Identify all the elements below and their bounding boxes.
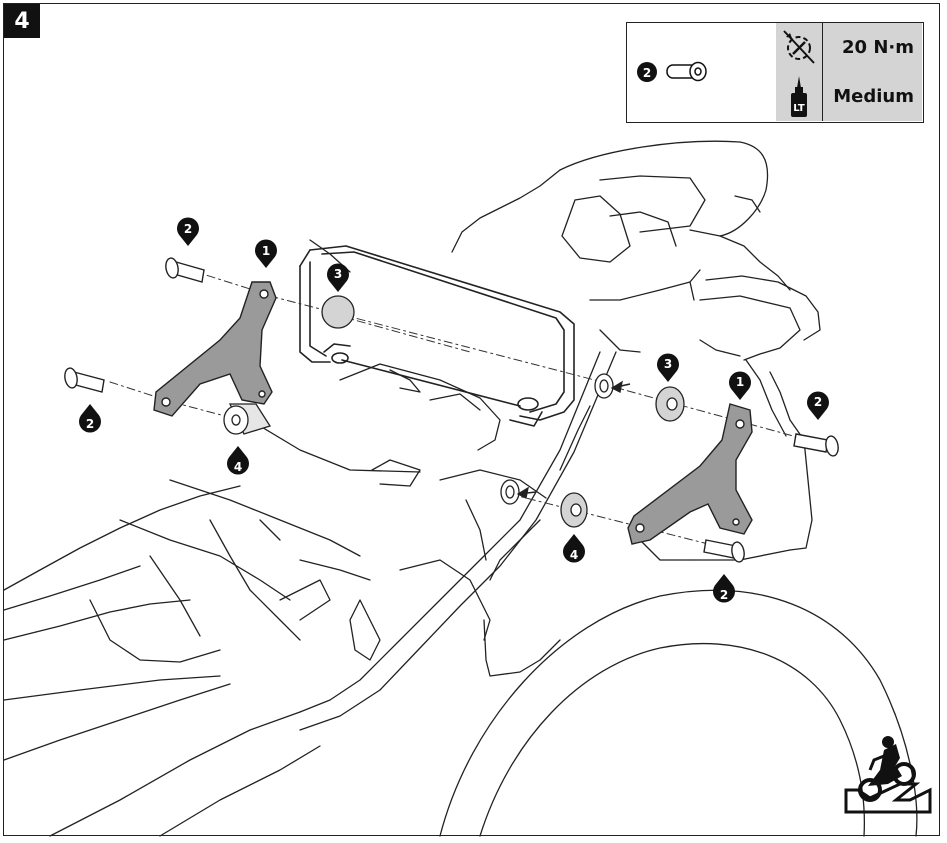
bolt-left-bottom bbox=[64, 367, 105, 393]
mount-hole-upper-right bbox=[594, 373, 631, 399]
callout-bolt-left-bottom: 2 bbox=[78, 404, 101, 433]
threadlocker-strength: Medium bbox=[833, 86, 914, 107]
svg-text:2: 2 bbox=[720, 588, 728, 602]
svg-text:2: 2 bbox=[86, 417, 94, 431]
svg-text:LT: LT bbox=[793, 103, 805, 114]
seat-outline bbox=[451, 140, 791, 291]
callout-bolt-left-top: 2 bbox=[176, 217, 199, 246]
mount-hole-lower-right bbox=[500, 479, 537, 505]
callout-bracket-left: 1 bbox=[255, 239, 277, 268]
body-panels bbox=[3, 485, 371, 837]
callout-spacer-left: 3 bbox=[326, 263, 349, 292]
rear-bodywork bbox=[483, 275, 821, 677]
bolt-right-top bbox=[793, 433, 839, 457]
rider-motorcycle-icon bbox=[844, 736, 932, 814]
subframe bbox=[119, 239, 701, 731]
callout-bracket-right: 1 bbox=[729, 371, 751, 400]
torque-value: 20 N·m bbox=[842, 37, 914, 58]
bracket-left bbox=[153, 281, 277, 417]
bolt-right-bottom bbox=[703, 539, 745, 563]
threadlocker-bottle-icon: LT bbox=[776, 72, 823, 121]
svg-text:2: 2 bbox=[184, 222, 192, 236]
svg-text:4: 4 bbox=[234, 460, 242, 474]
svg-text:2: 2 bbox=[643, 66, 651, 80]
callout-bushing-right: 4 bbox=[563, 534, 586, 563]
rear-wheel bbox=[439, 589, 918, 837]
bracket-right bbox=[627, 403, 753, 545]
svg-text:2: 2 bbox=[814, 395, 822, 409]
threadlocker-spec-row: LT Medium bbox=[776, 72, 922, 121]
svg-text:1: 1 bbox=[262, 244, 270, 258]
svg-text:4: 4 bbox=[570, 548, 578, 562]
bolt-spec-cell: 2 bbox=[627, 23, 777, 121]
callout-bolt-right-bottom: 2 bbox=[713, 574, 735, 603]
callout-spacer-right: 3 bbox=[656, 353, 679, 382]
torque-wrench-icon bbox=[776, 23, 823, 72]
callout-bushing-left: 4 bbox=[227, 446, 250, 475]
bushing-left bbox=[223, 403, 272, 435]
spacer-left bbox=[321, 295, 355, 329]
svg-text:1: 1 bbox=[736, 375, 744, 389]
svg-text:3: 3 bbox=[334, 267, 342, 281]
page-frame bbox=[3, 3, 940, 836]
torque-spec-row: 20 N·m bbox=[776, 23, 922, 73]
bolt-icon bbox=[666, 61, 707, 82]
spacer-right bbox=[655, 386, 685, 422]
step-number-badge: 4 bbox=[4, 4, 40, 38]
bolt-left-top bbox=[165, 257, 205, 283]
bushing-right bbox=[560, 492, 588, 528]
callout-bolt-right-top: 2 bbox=[807, 391, 829, 420]
spec-box: 2 20 N·m bbox=[626, 22, 924, 123]
svg-text:3: 3 bbox=[664, 357, 672, 371]
bolt-spec-illustration: 2 bbox=[637, 61, 707, 82]
spec-part-callout: 2 bbox=[637, 62, 657, 82]
